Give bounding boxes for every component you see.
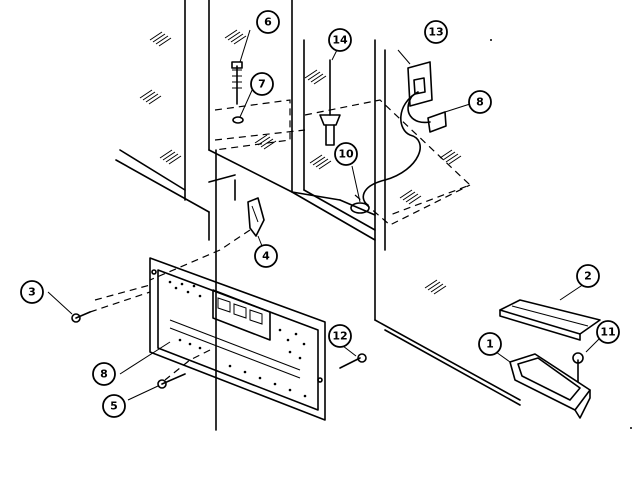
callout-label: 8 [476, 96, 484, 109]
mounting-screws [47, 291, 367, 401]
callout-10: 10 [334, 142, 358, 166]
callout-13: 13 [424, 20, 448, 44]
callout-label: 1 [486, 338, 494, 351]
callout-label: 2 [584, 270, 592, 283]
callout-8-panel: 8 [92, 362, 116, 386]
speck [490, 39, 492, 41]
speck [630, 427, 632, 429]
callout-4: 4 [254, 235, 278, 268]
cabinet-frame [115, 0, 521, 406]
callout-1: 1 [478, 332, 502, 356]
callout-12: 12 [328, 324, 352, 348]
callout-label: 6 [264, 16, 272, 29]
control-panel-part [149, 257, 326, 421]
callout-7: 7 [250, 72, 274, 96]
callout-5: 5 [102, 394, 126, 418]
callout-label: 11 [600, 326, 615, 339]
power-cord-assembly [350, 49, 471, 214]
callout-11: 11 [596, 320, 620, 344]
callout-label: 5 [110, 400, 118, 413]
callout-label: 4 [262, 250, 270, 263]
push-pin-part [319, 47, 341, 146]
callout-label: 3 [28, 286, 36, 299]
callout-3: 3 [20, 280, 44, 304]
callout-6: 6 [256, 10, 280, 34]
callout-label: 12 [332, 330, 347, 343]
callout-label: 8 [100, 368, 108, 381]
callout-label: 13 [428, 26, 443, 39]
callout-label: 10 [338, 148, 354, 161]
callout-label: 7 [258, 78, 266, 91]
trim-parts [495, 283, 601, 419]
callout-14: 14 [328, 28, 352, 52]
shelf-outline [94, 99, 472, 381]
glass-hatching [139, 29, 462, 295]
callout-8-power: 8 [468, 90, 492, 114]
callout-2: 2 [576, 264, 600, 288]
screw-and-washer [231, 29, 254, 124]
bracket-part [247, 197, 265, 237]
callout-label: 14 [332, 34, 348, 47]
